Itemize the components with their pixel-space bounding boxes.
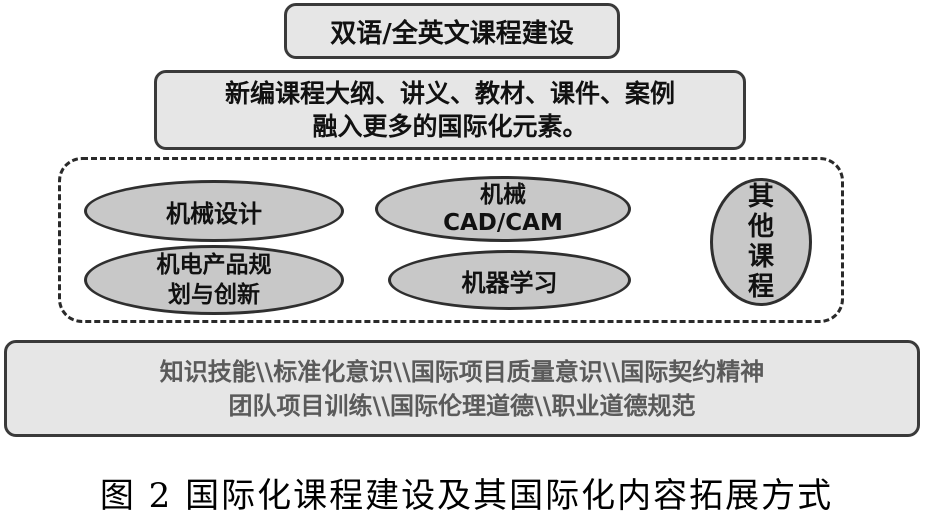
bottom-box-competencies: 知识技能\\标准化意识\\国际项目质量意识\\国际契约精神 团队项目训练\\国际… (4, 340, 920, 437)
bottom-box-line2: 团队项目训练\\国际伦理道德\\职业道德规范 (228, 391, 696, 420)
figure-caption: 图 2 国际化课程建设及其国际化内容拓展方式 (99, 476, 834, 516)
bottom-box-line1: 知识技能\\标准化意识\\国际项目质量意识\\国际契约精神 (159, 357, 765, 386)
course-label-line2: 划与创新 (168, 282, 260, 308)
course-label-line1: 机电产品规 (156, 252, 272, 278)
course-oval-cad-cam: 机械 CAD/CAM (375, 176, 631, 242)
middle-box-line1: 新编课程大纲、讲义、教材、课件、案例 (224, 79, 675, 108)
course-oval-other-courses: 其 他 课 程 (710, 178, 812, 306)
other-char-4: 程 (747, 272, 774, 302)
course-oval-mechanical-design: 机械设计 (84, 180, 344, 242)
other-char-2: 他 (747, 212, 774, 242)
middle-box-line2: 融入更多的国际化元素。 (312, 112, 588, 141)
other-char-1: 其 (747, 182, 774, 212)
other-char-3: 课 (747, 242, 774, 272)
course-label: 机器学习 (461, 268, 558, 297)
course-label-line1: 机械 (480, 182, 526, 208)
top-box-text: 双语/全英文课程建设 (330, 18, 574, 49)
course-oval-machine-learning: 机器学习 (388, 250, 631, 310)
top-box-bilingual-course: 双语/全英文课程建设 (284, 3, 620, 59)
middle-box-materials: 新编课程大纲、讲义、教材、课件、案例 融入更多的国际化元素。 (154, 70, 746, 150)
courses-group-dashed-frame (58, 157, 844, 323)
course-label-line2: CAD/CAM (443, 210, 563, 236)
course-label: 机械设计 (166, 199, 262, 228)
course-oval-product-planning: 机电产品规 划与创新 (84, 245, 344, 315)
